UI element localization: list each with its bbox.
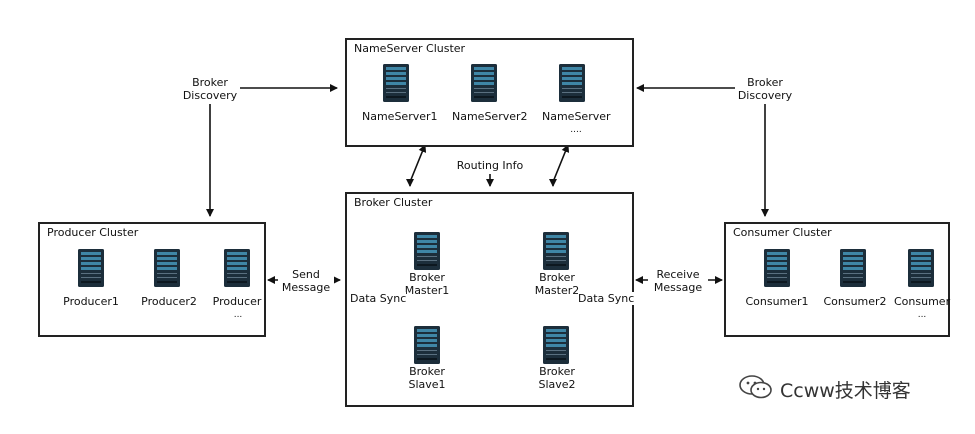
watermark-text: Ccww技术博客 xyxy=(780,380,911,402)
producer-ellipsis: ... xyxy=(233,310,243,320)
nameserver1-label: NameServer1 xyxy=(362,110,438,123)
server-icon xyxy=(414,326,440,364)
data-sync-left-label: Data Sync xyxy=(350,292,407,305)
cluster-title: Producer Cluster xyxy=(47,226,139,239)
consumer-label: Consumer xyxy=(894,295,951,308)
nameserver-label: NameServer xyxy=(542,110,611,123)
nameserver-ellipsis: .... xyxy=(570,125,582,135)
watermark: Ccww技术博客 xyxy=(738,374,911,405)
server-icon xyxy=(224,249,250,287)
cluster-title: Consumer Cluster xyxy=(733,226,832,239)
consumer-ellipsis: ... xyxy=(917,310,927,320)
server-icon xyxy=(154,249,180,287)
server-icon xyxy=(414,232,440,270)
consumer2-label: Consumer2 xyxy=(823,295,887,308)
routing-info-label: Routing Info xyxy=(450,159,530,172)
arrow-routing-right xyxy=(549,144,570,187)
server-icon xyxy=(471,64,497,102)
nameserver2-label: NameServer2 xyxy=(452,110,528,123)
data-sync-right-label: Data Sync xyxy=(578,292,635,305)
server-icon xyxy=(383,64,409,102)
cluster-title: Broker Cluster xyxy=(354,196,433,209)
server-icon xyxy=(78,249,104,287)
producer-label: Producer xyxy=(212,295,262,308)
server-icon xyxy=(840,249,866,287)
cluster-title: NameServer Cluster xyxy=(354,42,466,55)
consumer1-label: Consumer1 xyxy=(745,295,809,308)
server-icon xyxy=(764,249,790,287)
producer1-label: Producer1 xyxy=(63,295,119,308)
server-icon xyxy=(559,64,585,102)
arrow-routing-left xyxy=(406,144,427,187)
server-icon xyxy=(908,249,934,287)
wechat-icon xyxy=(738,374,774,405)
producer2-label: Producer2 xyxy=(141,295,197,308)
server-icon xyxy=(543,326,569,364)
server-icon xyxy=(543,232,569,270)
